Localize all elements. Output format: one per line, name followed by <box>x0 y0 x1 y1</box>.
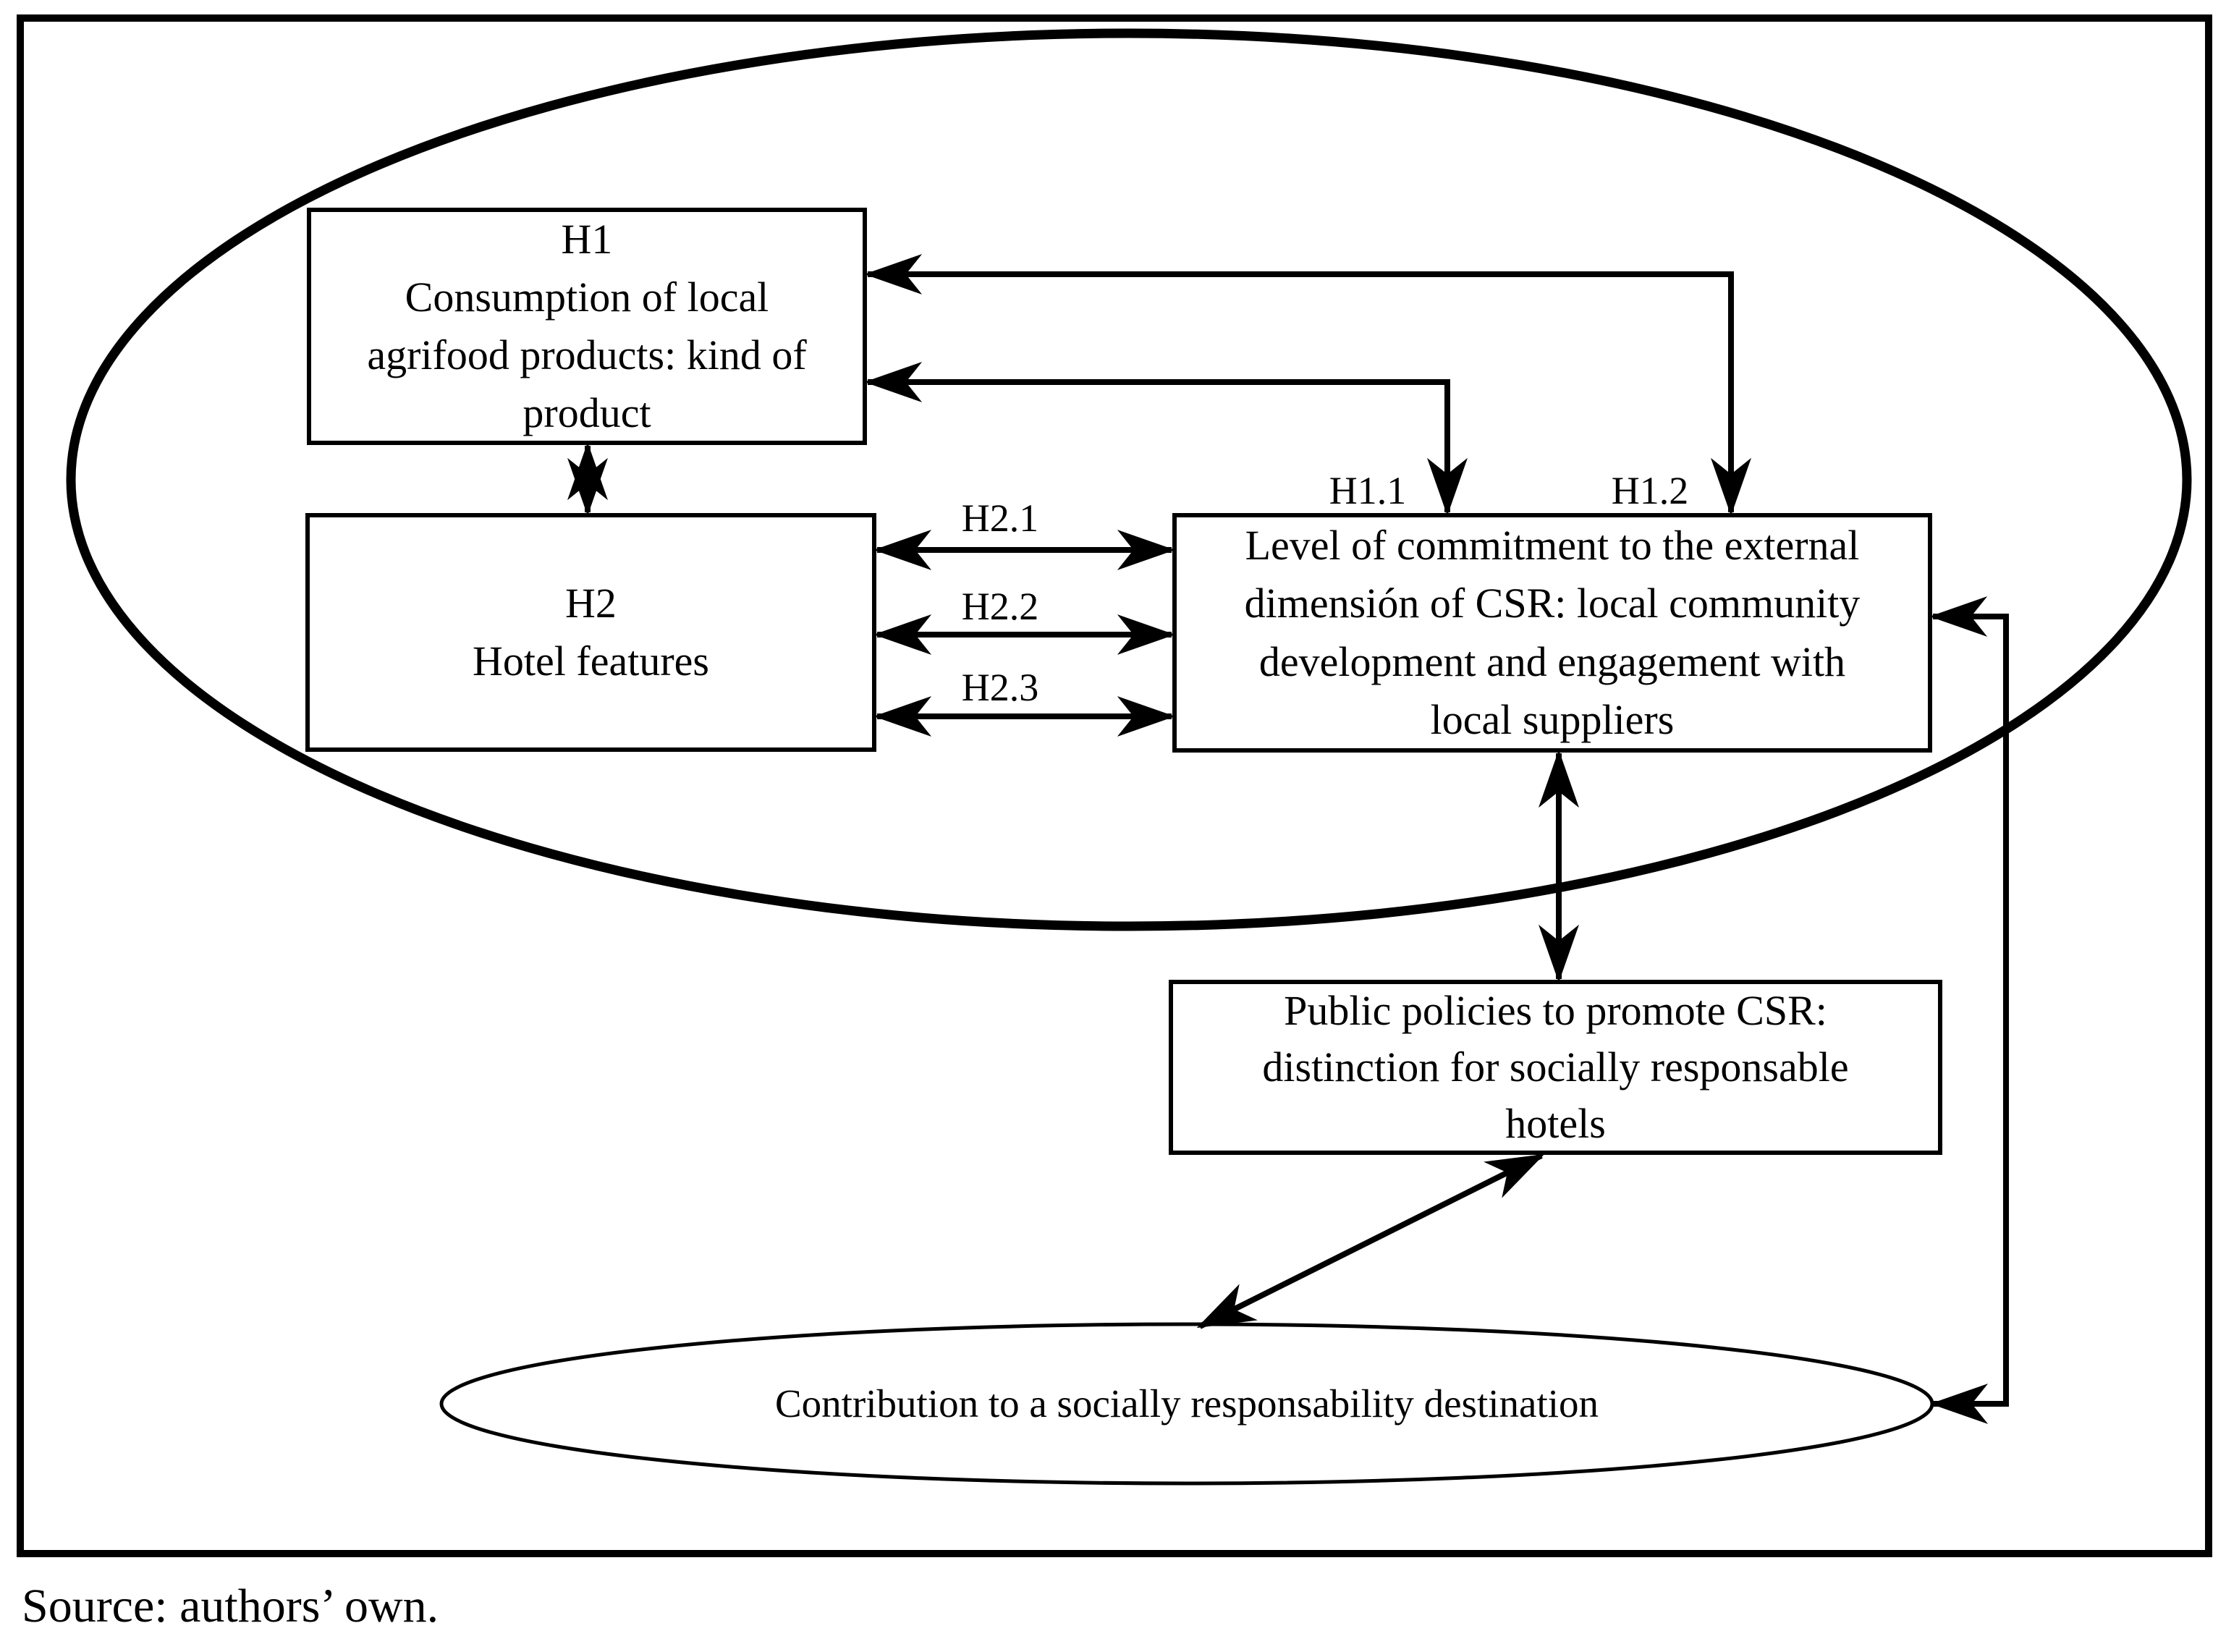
arrow-policies-contribution <box>1196 1153 1545 1329</box>
public-policies-box <box>1169 980 1942 1155</box>
h1-consumption-box-text: H1 Consumption of local agrifood product… <box>367 215 807 437</box>
arrow-commitment-contribution <box>1929 596 2009 1424</box>
h2-hotel-features-box <box>305 513 876 752</box>
label-h2-2: H2.2 <box>961 585 1039 628</box>
arrow-h1-2 <box>864 254 1751 516</box>
contribution-ellipse-text: Contribution to a socially responsabilit… <box>774 1381 1599 1426</box>
commitment-box-text: Level of commitment to the external dime… <box>1244 522 1861 743</box>
h1-consumption-box <box>307 208 867 445</box>
source-caption: Source: authors’ own. <box>22 1580 439 1632</box>
label-h2-1: H2.1 <box>961 496 1039 540</box>
commitment-box <box>1172 513 1932 753</box>
model-boundary-ellipse <box>66 28 2192 931</box>
label-h1-1: H1.1 <box>1329 469 1407 512</box>
label-h1-2: H1.2 <box>1611 469 1689 512</box>
outer-frame <box>17 14 2212 1557</box>
h2-hotel-features-box-text: H2 Hotel features <box>473 579 709 685</box>
public-policies-box-text: Public policies to promote CSR: distinct… <box>1262 986 1849 1148</box>
label-h2-3: H2.3 <box>961 666 1039 709</box>
arrow-h1-1 <box>864 362 1468 516</box>
